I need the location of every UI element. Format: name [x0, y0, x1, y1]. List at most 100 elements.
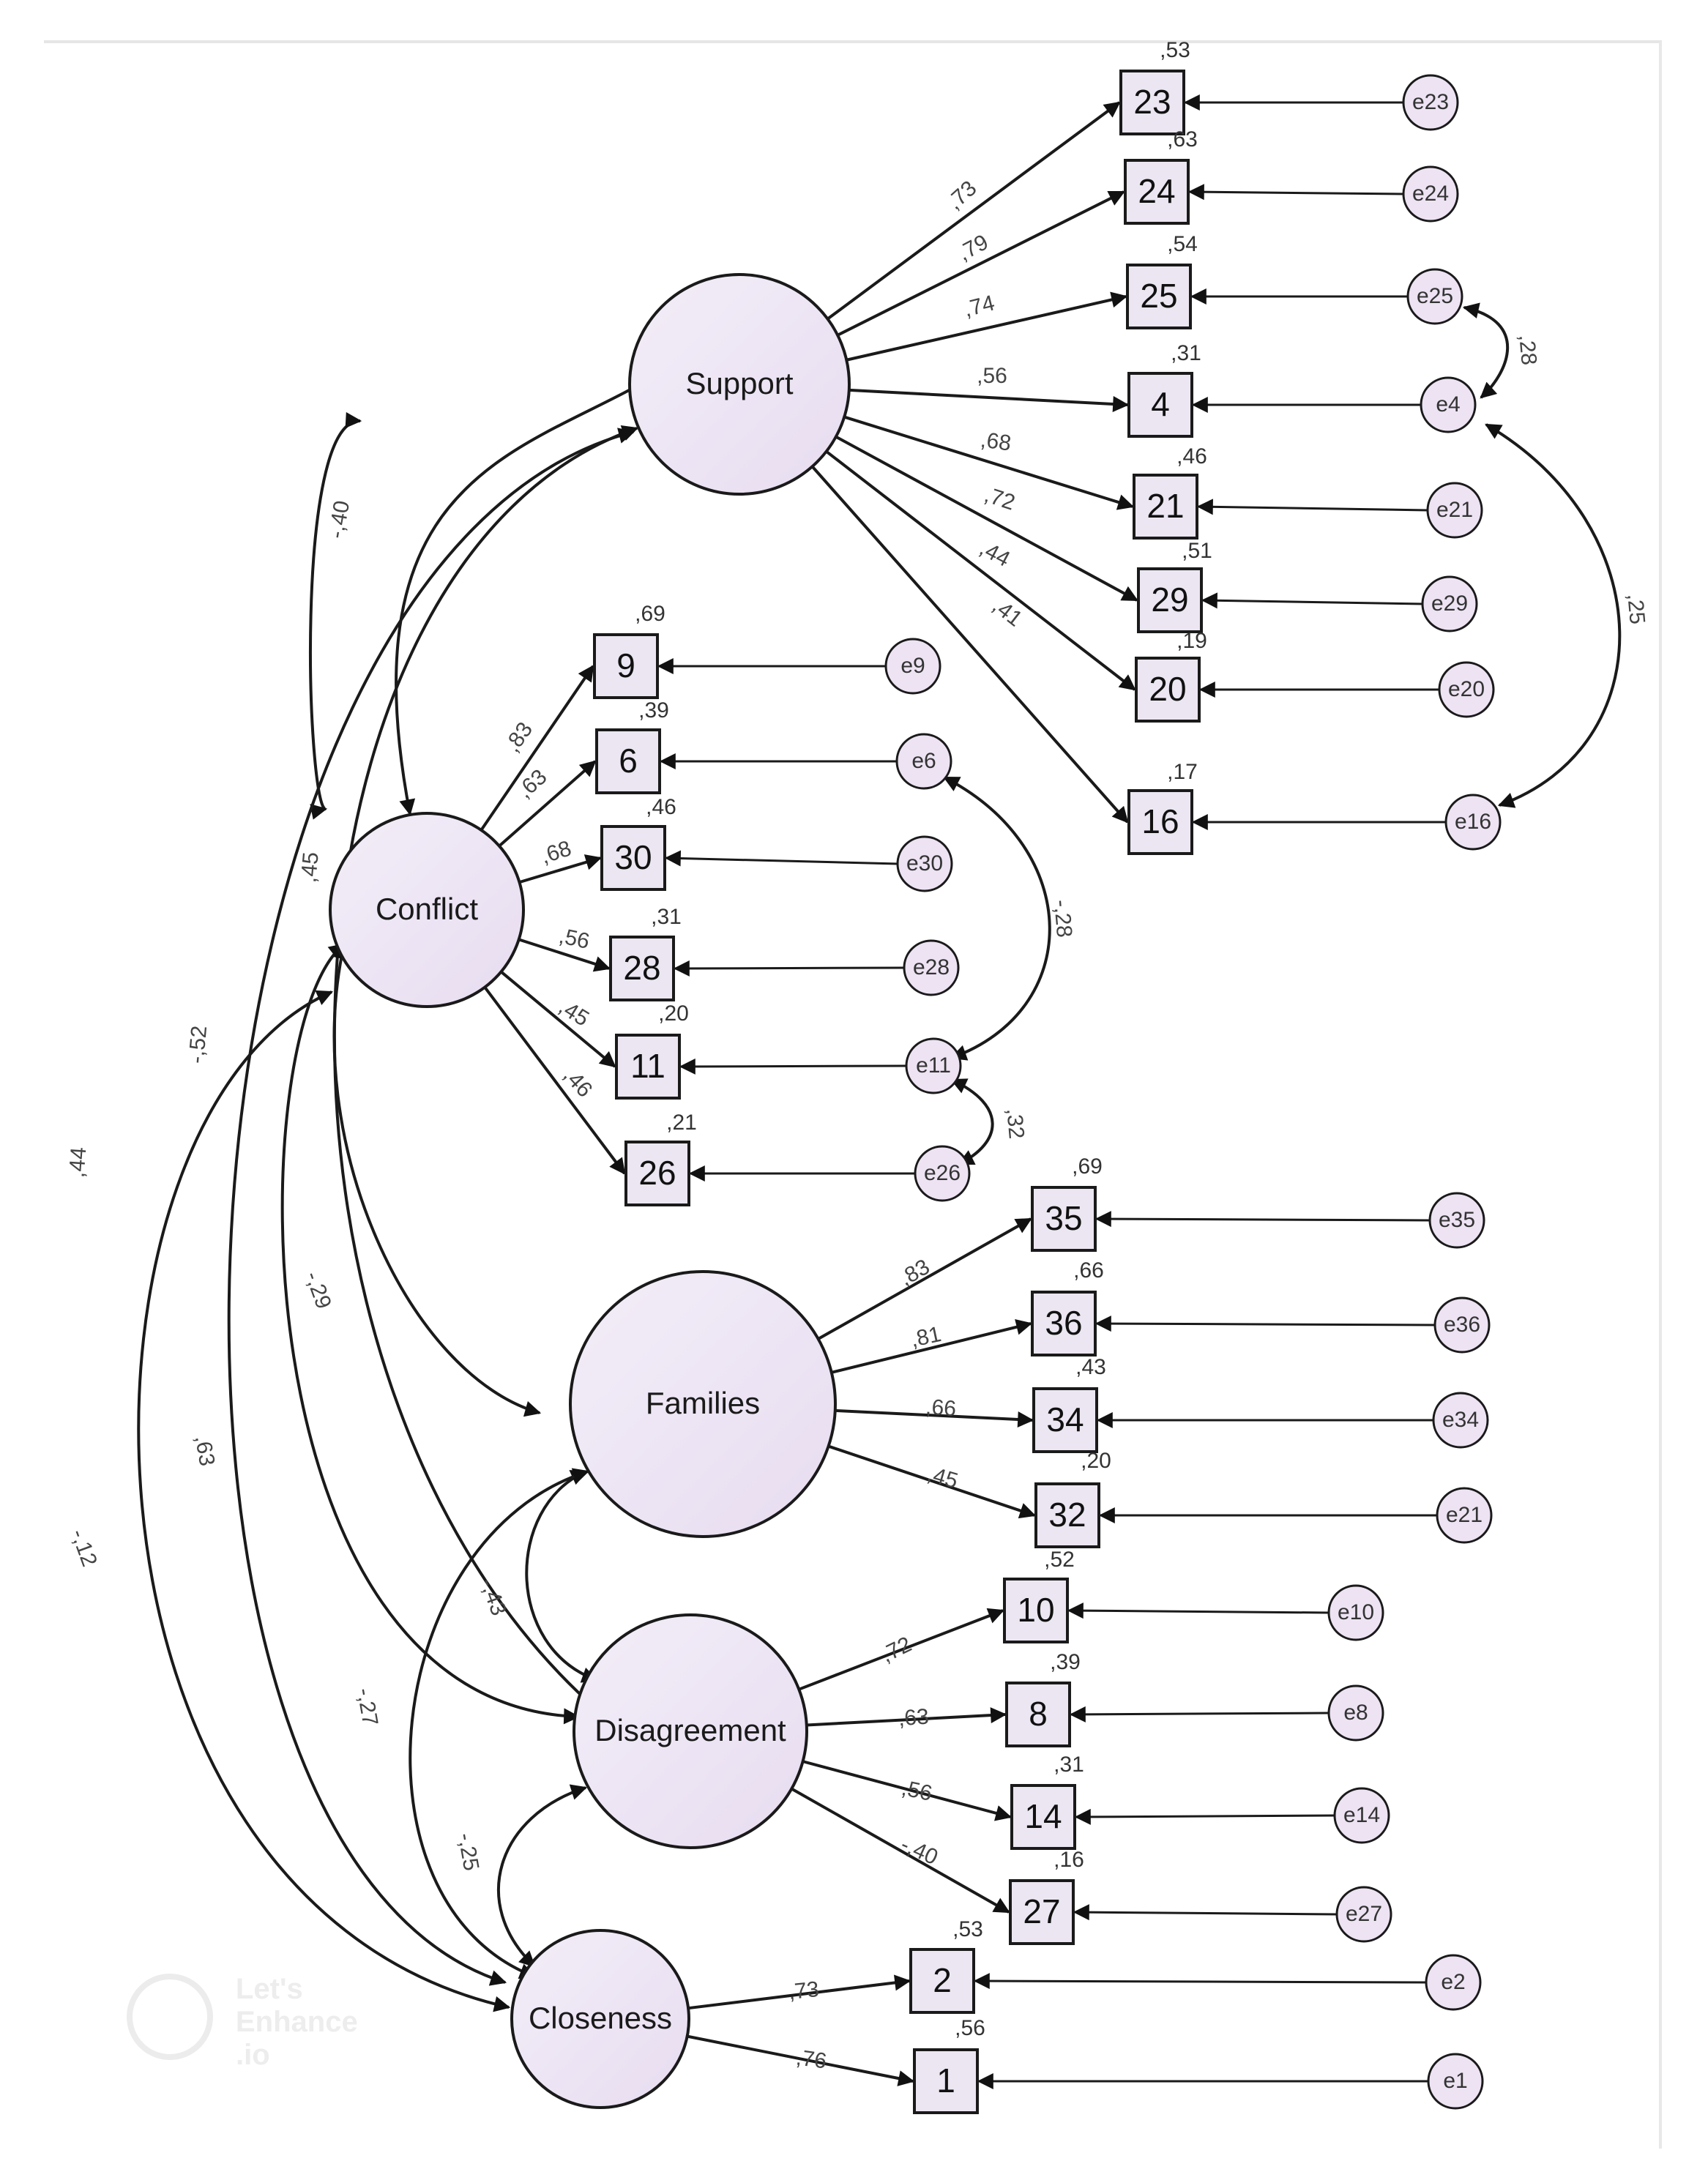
r-squared-16: ,17 — [1167, 760, 1198, 784]
error-label-e34-34: e34 — [1442, 1408, 1479, 1432]
r-squared-27: ,16 — [1053, 1848, 1084, 1872]
error-node-e14-14 — [1333, 1787, 1390, 1844]
latent-node-conflict — [329, 812, 525, 1008]
covariance-path-conflict-closeness — [137, 990, 511, 2012]
r-squared-26: ,21 — [666, 1111, 697, 1135]
error-label-e20-20: e20 — [1448, 677, 1485, 701]
indicator-label-4: 4 — [1151, 385, 1170, 423]
error-label-e36-36: e36 — [1444, 1313, 1480, 1337]
latent-node-families — [569, 1270, 837, 1538]
error-path-10 — [1067, 1602, 1330, 1619]
indicator-label-29: 29 — [1151, 581, 1188, 619]
indicator-box-9 — [593, 633, 659, 699]
loading-value-34: ,66 — [925, 1395, 957, 1422]
error-label-e4-4: e4 — [1436, 392, 1460, 417]
error-node-e6-6 — [895, 733, 952, 790]
error-label-e23-23: e23 — [1412, 90, 1449, 114]
loading-path-4 — [849, 388, 1130, 412]
latent-label-conflict: Conflict — [376, 892, 478, 926]
indicator-label-11: 11 — [630, 1047, 665, 1085]
loading-value-14: ,56 — [899, 1776, 934, 1806]
loading-path-23 — [827, 101, 1121, 321]
watermark-line-1: Let's — [236, 1973, 303, 2005]
r-squared-29: ,51 — [1182, 539, 1212, 563]
covariance-path-disagreement-closeness — [497, 1784, 588, 1968]
indicator-label-28: 28 — [623, 949, 660, 987]
loading-path-34 — [835, 1408, 1034, 1428]
loading-value-2: ,73 — [787, 1977, 820, 2004]
indicator-box-20 — [1135, 657, 1201, 723]
loading-value-6: ,63 — [512, 765, 551, 803]
error-label-e28-28: e28 — [913, 955, 950, 979]
loading-value-20: ,44 — [976, 536, 1014, 572]
error-label-e8-8: e8 — [1343, 1701, 1368, 1725]
indicator-label-2: 2 — [933, 1961, 952, 1999]
indicator-label-27: 27 — [1023, 1892, 1060, 1930]
loading-value-35: ,83 — [895, 1255, 934, 1291]
indicator-box-16 — [1127, 789, 1193, 855]
error-path-8 — [1069, 1706, 1330, 1723]
error-path-2 — [973, 1973, 1427, 1990]
loading-path-6 — [498, 760, 597, 848]
r-squared-35: ,69 — [1072, 1154, 1103, 1179]
error-covariance-path-e11-e26 — [950, 1078, 994, 1165]
error-label-e21-21: e21 — [1436, 498, 1473, 522]
r-squared-6: ,39 — [638, 698, 669, 723]
error-label-e1-1: e1 — [1443, 2069, 1467, 2093]
indicator-label-24: 24 — [1138, 172, 1175, 210]
error-label-e2-2: e2 — [1441, 1970, 1465, 1994]
error-covariance-value-e11-e26: ,32 — [1002, 1108, 1029, 1140]
loading-path-35 — [817, 1217, 1032, 1340]
latent-label-families: Families — [646, 1386, 760, 1420]
error-node-e4-4 — [1420, 376, 1477, 433]
error-path-35 — [1094, 1211, 1431, 1228]
error-label-e10-10: e10 — [1338, 1600, 1374, 1624]
loading-value-11: ,45 — [554, 995, 593, 1031]
indicator-label-10: 10 — [1017, 1591, 1054, 1629]
watermark-line-3: .io — [236, 2039, 270, 2071]
covariance-value-conflict-closeness: -,12 — [66, 1526, 102, 1570]
watermark: Let's Enhance .io — [127, 1973, 358, 2071]
indicator-label-25: 25 — [1140, 277, 1177, 315]
latent-node-support — [628, 273, 851, 496]
loading-path-24 — [837, 190, 1125, 337]
error-node-e23-23 — [1402, 74, 1459, 131]
indicator-box-14 — [1010, 1784, 1076, 1850]
error-covariance-path-e6-e11 — [943, 776, 1051, 1061]
covariance-value-conflict-families: -,29 — [300, 1269, 336, 1313]
indicator-box-32 — [1034, 1482, 1100, 1548]
diagram-frame — [44, 40, 1662, 2149]
paths-layer — [137, 94, 1622, 2089]
error-path-27 — [1073, 1904, 1338, 1921]
error-node-e16-16 — [1444, 794, 1502, 851]
indicator-box-25 — [1126, 264, 1192, 329]
latent-label-support: Support — [685, 366, 793, 400]
indicator-label-30: 30 — [614, 838, 652, 876]
r-squared-1: ,56 — [955, 2016, 985, 2040]
error-path-14 — [1074, 1808, 1335, 1825]
indicator-label-8: 8 — [1029, 1695, 1048, 1733]
error-node-e28-28 — [903, 939, 960, 996]
indicator-box-10 — [1003, 1578, 1069, 1643]
loading-path-2 — [687, 1974, 911, 2010]
error-node-e26-26 — [914, 1145, 971, 1202]
r-squared-32: ,20 — [1081, 1449, 1111, 1473]
indicator-box-4 — [1127, 372, 1193, 438]
error-label-e9-9: e9 — [900, 654, 925, 678]
indicator-label-23: 23 — [1133, 83, 1171, 121]
loading-value-25: ,74 — [961, 291, 996, 321]
covariance-path-support-families — [395, 372, 660, 816]
indicator-label-35: 35 — [1045, 1199, 1082, 1237]
error-covariance-value-e6-e11: -,28 — [1049, 899, 1076, 938]
covariance-value-families-closeness: -,27 — [352, 1686, 382, 1728]
loading-value-30: ,68 — [538, 836, 575, 868]
error-label-e27-27: e27 — [1346, 1902, 1382, 1926]
loading-value-28: ,56 — [556, 924, 592, 954]
covariance-value-support-disagreement: -,52 — [184, 1025, 212, 1064]
indicator-box-11 — [615, 1034, 681, 1100]
indicator-label-34: 34 — [1046, 1400, 1084, 1438]
watermark-line-2: Enhance — [236, 2006, 358, 2038]
covariance-value-disagreement-closeness: -,25 — [453, 1831, 483, 1873]
indicator-box-29 — [1137, 567, 1203, 633]
